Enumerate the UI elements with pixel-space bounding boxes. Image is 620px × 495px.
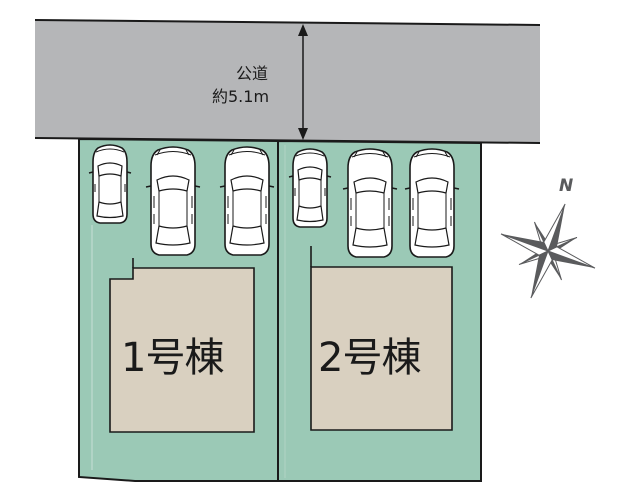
road-width-label: 約5.1m	[212, 87, 270, 106]
car-icon	[88, 144, 132, 224]
car-icon	[219, 146, 275, 256]
car-icon	[145, 146, 201, 256]
road-edge-top	[34, 19, 541, 26]
public-road	[35, 20, 540, 143]
compass-rose-icon	[500, 203, 596, 299]
building-1-label: 1号棟	[121, 335, 224, 381]
building-2-footprint	[310, 266, 453, 431]
car-icon	[288, 148, 332, 228]
building-2-label: 2号棟	[318, 335, 421, 381]
car-icon	[342, 148, 398, 258]
road-name-label: 公道	[236, 64, 269, 83]
road-width-arrow-icon	[298, 24, 308, 140]
car-icon	[404, 148, 460, 258]
building-1-footprint	[109, 267, 255, 433]
north-label: N	[559, 176, 574, 196]
